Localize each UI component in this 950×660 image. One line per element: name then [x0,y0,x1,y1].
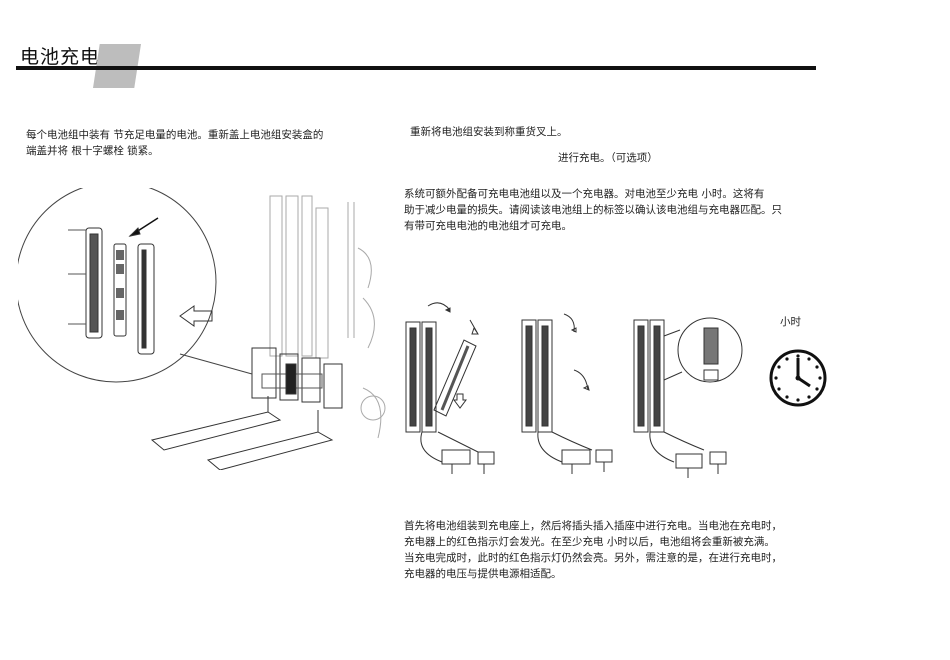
intro-paragraph: 每个电池组中装有 节充足电量的电池。重新盖上电池组安装盒的 端盖并将 根十字螺栓… [26,127,323,159]
header-rule [16,66,816,70]
charge-detail-line: 充电器的电压与提供电源相适配。 [404,566,782,582]
charge-detail-line: 充电器上的红色指示灯会发光。在至少充电 小时以后，电池组将会重新被充满。 [404,534,782,550]
intro-line: 端盖并将 根十字螺栓 锁紧。 [26,143,323,159]
step-charge-text: 进行充电。（可选项） [558,150,658,166]
charge-detail-line: 首先将电池组装到充电座上，然后将插头插入插座中进行充电。当电池在充电时， [404,518,782,534]
clock-icon [768,348,828,408]
charge-detail-paragraph: 首先将电池组装到充电座上，然后将插头插入插座中进行充电。当电池在充电时， 充电器… [404,518,782,582]
hours-label: 小时 [780,314,801,329]
intro-line: 每个电池组中装有 节充足电量的电池。重新盖上电池组安装盒的 [26,127,323,143]
charge-intro-line: 助于减少电量的损失。请阅读该电池组上的标签以确认该电池组与充电器匹配。只 [404,202,782,218]
battery-charging-steps-illustration [398,290,748,490]
forklift-battery-install-illustration [18,188,390,470]
charge-detail-line: 当充电完成时，此时的红色指示灯仍然会亮。另外，需注意的是，在进行充电时， [404,550,782,566]
charge-intro-paragraph: 系统可额外配备可充电电池组以及一个充电器。对电池至少充电 小时。这将有 助于减少… [404,186,782,234]
charge-intro-line: 系统可额外配备可充电电池组以及一个充电器。对电池至少充电 小时。这将有 [404,186,782,202]
charge-intro-line: 有带可充电电池的电池组才可充电。 [404,218,782,234]
page-title: 电池充电 [20,42,100,69]
step-install-text: 重新将电池组安装到称重货叉上。 [410,124,568,140]
